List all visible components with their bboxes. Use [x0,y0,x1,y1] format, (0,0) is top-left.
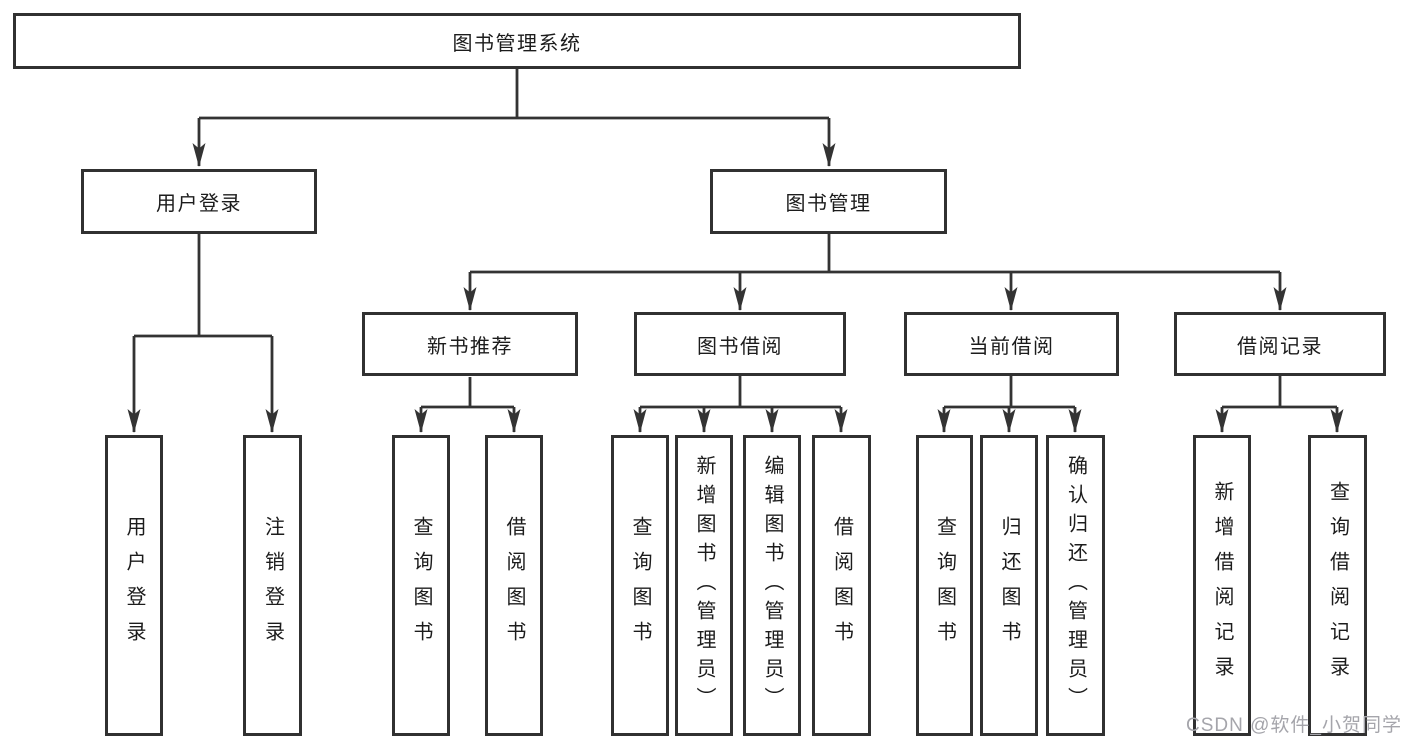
leaf-add-borrow-record: 新增借阅记录 [1193,435,1251,736]
leaf-logout: 注销登录 [243,435,302,736]
node-user-login: 用户登录 [81,169,317,234]
node-label: 确认归还（管理员） [1064,455,1087,716]
node-label: 用户登录 [123,515,145,656]
leaf-query-books-current: 查询图书 [916,435,973,736]
node-label: 新书推荐 [427,335,513,358]
node-label: 图书管理系统 [452,32,582,55]
leaf-user-login: 用户登录 [105,435,163,736]
node-label: 编辑图书（管理员） [761,455,783,716]
leaf-query-books-borrow: 查询图书 [611,435,669,736]
leaf-query-borrow-record: 查询借阅记录 [1308,435,1367,736]
node-library-system: 图书管理系统 [13,13,1021,69]
node-current-borrowing: 当前借阅 [904,312,1119,376]
csdn-watermark: CSDN @软件_小贺同学 [1186,715,1402,736]
node-label: 注销登录 [261,515,284,656]
node-label: 查询图书 [933,515,956,656]
node-label: 图书管理 [785,193,872,215]
node-label: 归还图书 [998,515,1020,656]
node-label: 新增借阅记录 [1211,480,1233,691]
leaf-add-book-admin: 新增图书（管理员） [675,435,733,736]
leaf-borrow-books-recommend: 借阅图书 [485,435,543,736]
node-book-borrowing: 图书借阅 [634,312,846,376]
node-label: 查询图书 [410,515,432,656]
node-label: 借阅图书 [503,515,525,656]
node-book-management: 图书管理 [710,169,947,234]
node-label: 图书借阅 [697,335,783,358]
node-label: 查询图书 [629,515,651,656]
leaf-return-book: 归还图书 [980,435,1038,736]
node-new-book-recommend: 新书推荐 [362,312,578,376]
node-label: 新增图书（管理员） [693,455,715,716]
node-label: 当前借阅 [968,335,1055,358]
leaf-borrow-books: 借阅图书 [812,435,871,736]
node-label: 借阅记录 [1237,335,1323,358]
node-label: 查询借阅记录 [1326,480,1349,691]
node-label: 用户登录 [156,193,242,215]
node-label: 借阅图书 [830,515,853,656]
leaf-confirm-return-admin: 确认归还（管理员） [1046,435,1105,736]
leaf-query-books-recommend: 查询图书 [392,435,450,736]
leaf-edit-book-admin: 编辑图书（管理员） [743,435,801,736]
node-borrowing-records: 借阅记录 [1174,312,1386,376]
